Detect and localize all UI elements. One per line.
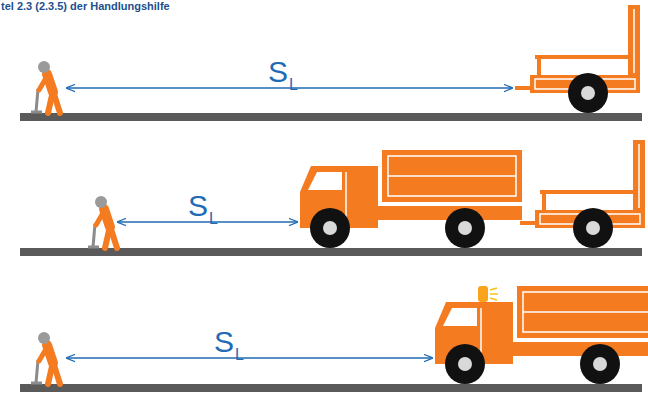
- worker-figure: [31, 332, 60, 384]
- distance-subscript: L: [209, 211, 218, 227]
- warning-beacon: [478, 286, 498, 302]
- distance-symbol: S: [214, 327, 234, 357]
- distance-arrow: [67, 357, 432, 358]
- heading: tel 2.3 (2.3.5) der Handlungshilfe: [1, 1, 170, 12]
- trailer-figure: [520, 140, 645, 248]
- worker-figure: [88, 196, 117, 248]
- ground: [20, 113, 642, 121]
- distance-subscript: L: [235, 347, 244, 363]
- ground: [20, 248, 642, 256]
- distance-symbol: S: [188, 191, 208, 221]
- distance-symbol: S: [268, 57, 288, 87]
- truck-figure: [435, 286, 648, 384]
- worker-figure: [31, 61, 60, 113]
- distance-arrow: [118, 221, 297, 222]
- ground: [20, 384, 642, 392]
- distance-subscript: L: [289, 77, 298, 93]
- trailer-figure: [515, 5, 640, 113]
- truck-figure: [300, 150, 522, 248]
